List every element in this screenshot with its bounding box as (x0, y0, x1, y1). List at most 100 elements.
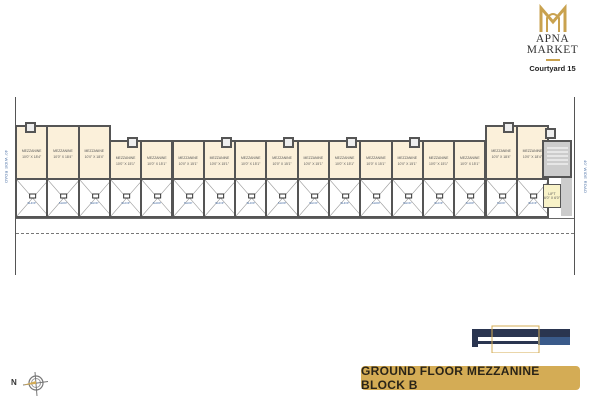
shaft (283, 137, 295, 148)
shaft (408, 137, 420, 148)
right-road-label: 40' WIDE ROAD (583, 160, 588, 194)
shop-label: SHOP (246, 201, 255, 205)
shop-unit[interactable]: SHOP (108, 178, 143, 218)
shop-unit[interactable]: SHOP (390, 178, 424, 218)
shop-unit[interactable]: SHOP (171, 178, 205, 218)
unit-dims: 10'0" X 15'1" (241, 162, 261, 166)
shaft (25, 122, 36, 133)
unit-dims: 10'0" X 15'1" (178, 162, 198, 166)
unit-dims: 10'0" X 15'1" (335, 162, 355, 166)
shop-unit[interactable]: SHOP (265, 178, 299, 218)
open-to-below-cross-icon (173, 180, 203, 216)
open-to-below-cross-icon (236, 180, 266, 216)
shop-label: SHOP (465, 201, 475, 205)
unit-label: MEZZANINE (209, 156, 230, 160)
brand-name-line2: MARKET (526, 44, 579, 56)
unit-dims: 10'0" X 18'4" (522, 154, 543, 159)
north-compass: N (8, 371, 53, 401)
open-to-below-cross-icon (79, 180, 109, 216)
shop-label: SHOP (58, 201, 68, 205)
unit-dims: 10'0" X 15'1" (147, 162, 167, 166)
shop-label: SHOP (183, 201, 193, 205)
open-to-below-cross-icon (142, 180, 172, 216)
shaft (502, 122, 514, 133)
unit-dims: 10'0" X 15'1" (209, 162, 230, 166)
open-to-below-cross-icon (361, 180, 391, 216)
shop-label: SHOP (215, 201, 224, 205)
compass-icon (22, 371, 53, 397)
open-to-below-cross-icon (298, 180, 328, 216)
unit-label: MEZZANINE (21, 148, 42, 153)
shop-unit[interactable]: SHOP (46, 178, 80, 218)
unit-dims: 10'0" X 18'4" (491, 154, 511, 159)
unit-dims: 10'0" X 18'4" (53, 154, 73, 159)
unit-label: MEZZANINE (272, 156, 292, 160)
project-name: Courtyard 15 (529, 64, 576, 73)
shop-unit[interactable]: SHOP (296, 178, 330, 218)
shop-label: SHOP (340, 201, 349, 205)
shop-label: SHOP (309, 201, 318, 205)
key-plan-highlight (491, 325, 540, 353)
mezzanine-unit[interactable]: MEZZANINE 10'0" X 15'1" (421, 140, 456, 180)
right-boundary-line (574, 97, 575, 275)
open-to-below-cross-icon (330, 180, 360, 216)
shaft (126, 137, 138, 148)
mezzanine-unit[interactable]: MEZZANINE 10'0" X 15'1" (171, 140, 205, 180)
stairs-icon (547, 147, 568, 165)
open-to-below-cross-icon (455, 180, 485, 216)
shop-label: SHOP (402, 201, 412, 205)
shop-unit[interactable]: SHOP (421, 178, 456, 218)
shop-unit[interactable]: SHOP (484, 178, 518, 218)
unit-label: MEZZANINE (334, 156, 355, 160)
shop-unit[interactable]: SHOP (328, 178, 362, 218)
shop-label: SHOP (496, 201, 506, 205)
unit-label: MEZZANINE (147, 156, 167, 160)
shaft (346, 137, 357, 148)
unit-label: MEZZANINE (178, 156, 198, 160)
unit-label: MEZZANINE (84, 148, 105, 153)
open-to-below-cross-icon (423, 180, 454, 216)
unit-label: MEZZANINE (303, 156, 324, 160)
shop-unit[interactable]: SHOP (77, 178, 111, 218)
mezzanine-unit[interactable]: MEZZANINE 10'0" X 15'1" (140, 140, 174, 180)
shop-unit[interactable]: SHOP (453, 178, 487, 218)
open-to-below-cross-icon (110, 180, 141, 216)
unit-dims: 10'0" X 15'1" (428, 162, 449, 166)
brand-logo: APNA MARKET Courtyard 15 (505, 4, 600, 73)
unit-label: MEZZANINE (366, 156, 386, 160)
shop-unit[interactable]: SHOP (202, 178, 237, 218)
open-to-below-cross-icon (392, 180, 422, 216)
shop-unit[interactable]: SHOP (15, 178, 49, 218)
brand-name-line1: APNA (535, 33, 570, 45)
shop-label: SHOP (89, 201, 99, 205)
logo-divider (545, 59, 560, 61)
unit-label: MEZZANINE (460, 156, 480, 160)
open-to-below-cross-icon (486, 180, 516, 216)
shop-unit[interactable]: SHOP (359, 178, 393, 218)
shop-unit[interactable]: SHOP (140, 178, 174, 218)
shop-unit[interactable]: SHOP (234, 178, 268, 218)
shop-label: SHOP (121, 201, 130, 205)
unit-label: MEZZANINE (397, 156, 418, 160)
unit-label: MEZZANINE (428, 156, 449, 160)
open-to-below-cross-icon (204, 180, 235, 216)
plan-title-badge: GROUND FLOOR MEZZANINE BLOCK B (361, 364, 580, 392)
lift[interactable]: LIFT 6'0" X 6'0" (543, 184, 561, 208)
unit-dims: 10'0" X 18'4" (22, 154, 42, 159)
shaft (220, 137, 232, 148)
corridor (561, 178, 572, 216)
shop-label: SHOP (27, 201, 36, 205)
open-to-below-cross-icon (48, 180, 78, 216)
unit-label: MEZZANINE (115, 156, 136, 160)
unit-label: MEZZANINE (522, 148, 543, 153)
unit-label: MEZZANINE (53, 148, 73, 153)
